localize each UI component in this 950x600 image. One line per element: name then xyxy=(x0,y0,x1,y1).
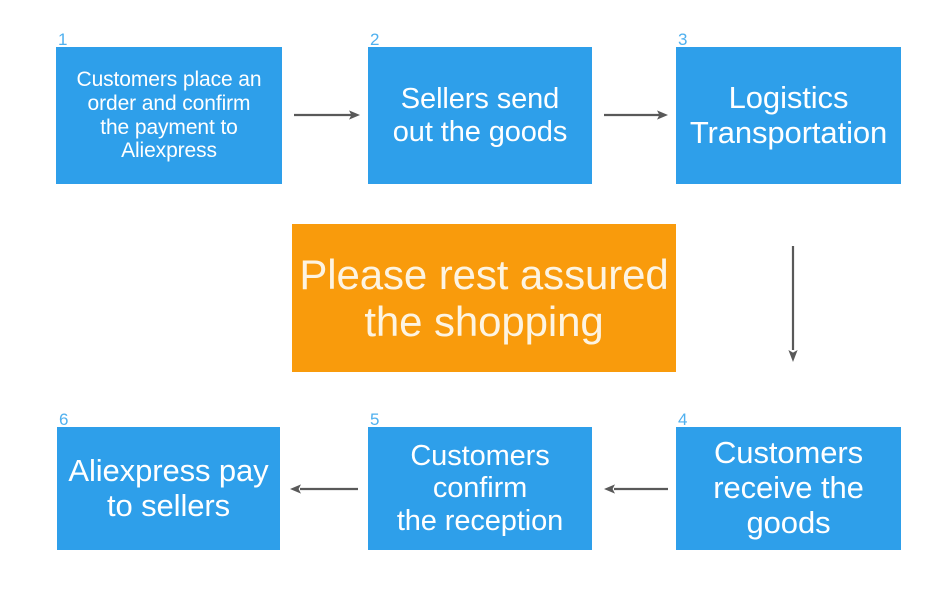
arrow-step5-to-step6-icon xyxy=(290,481,358,497)
step-label-4: Customers receive the goods xyxy=(713,435,864,540)
step-box-3[interactable]: Logistics Transportation xyxy=(676,47,901,184)
step-number-6: 6 xyxy=(59,410,69,429)
step-box-6[interactable]: Aliexpress pay to sellers xyxy=(57,427,280,550)
step-label-3: Logistics Transportation xyxy=(689,79,888,150)
step-box-5[interactable]: Customers confirm the reception xyxy=(368,427,592,550)
step-box-4[interactable]: Customers receive the goods xyxy=(676,427,901,550)
step-label-5: Customers confirm the reception xyxy=(396,439,564,537)
step-number-3: 3 xyxy=(678,30,688,49)
step-number-2: 2 xyxy=(370,30,380,49)
highlight-banner-label: Please rest assured the shopping xyxy=(299,250,669,345)
arrow-step2-to-step3-icon xyxy=(604,107,668,123)
arrow-step3-to-step4-icon xyxy=(785,246,801,362)
step-label-6: Aliexpress pay to sellers xyxy=(68,452,269,523)
highlight-banner: Please rest assured the shopping xyxy=(292,224,676,372)
step-label-2: Sellers send out the goods xyxy=(392,83,568,148)
arrow-step4-to-step5-icon xyxy=(604,481,668,497)
step-number-5: 5 xyxy=(370,410,380,429)
step-box-1[interactable]: Customers place an order and confirm the… xyxy=(56,47,282,184)
step-number-1: 1 xyxy=(58,30,68,49)
step-box-2[interactable]: Sellers send out the goods xyxy=(368,47,592,184)
step-label-1: Customers place an order and confirm the… xyxy=(76,68,262,163)
step-number-4: 4 xyxy=(678,410,688,429)
arrow-step1-to-step2-icon xyxy=(294,107,360,123)
